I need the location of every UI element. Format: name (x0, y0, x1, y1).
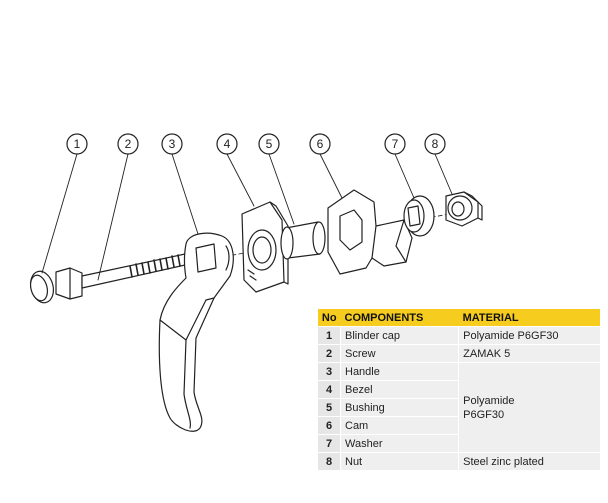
row-no: 8 (318, 452, 341, 471)
nut-part (445, 191, 483, 227)
table-row: 8 Nut Steel zinc plated (318, 452, 600, 471)
blinder-cap-part (29, 270, 55, 304)
table-row: 3 Handle Polyamide P6GF30 (318, 362, 600, 453)
row-component: Bezel (340, 380, 460, 399)
table-row: 5 Bushing (318, 398, 600, 417)
callout-3: 3 (161, 133, 183, 155)
screw-part (55, 253, 186, 300)
leader-lines (41, 153, 453, 281)
row-no: 5 (318, 398, 341, 417)
callout-7: 7 (384, 133, 406, 155)
components-table: No COMPONENTS MATERIAL 1 Blinder cap Pol… (318, 309, 600, 471)
table-row: 6 Cam (318, 416, 600, 435)
row-component: Nut (340, 452, 460, 471)
callout-7-label: 7 (392, 137, 399, 151)
callout-4: 4 (216, 133, 238, 155)
table-header-row: No COMPONENTS MATERIAL (318, 309, 600, 327)
row-material: Steel zinc plated (458, 452, 600, 471)
row-material: ZAMAK 5 (458, 344, 600, 363)
callout-8: 8 (424, 133, 446, 155)
callout-8-label: 8 (432, 137, 439, 151)
callout-6-label: 6 (317, 137, 324, 151)
row-component: Washer (340, 434, 460, 453)
table-row: 4 Bezel (318, 380, 600, 399)
header-material: MATERIAL (458, 309, 600, 327)
bezel-part (241, 201, 289, 293)
merged-material-text: Polyamide P6GF30 (463, 394, 515, 421)
callout-2-label: 2 (125, 137, 132, 151)
header-components: COMPONENTS (340, 309, 459, 327)
bushing-part (280, 221, 326, 260)
row-material: Polyamide P6GF30 (458, 326, 600, 345)
row-component: Screw (340, 344, 460, 363)
handle-part (158, 232, 234, 432)
callout-1-label: 1 (74, 137, 81, 151)
row-component: Cam (340, 416, 460, 435)
washer-part (403, 195, 435, 237)
row-no: 3 (318, 362, 341, 381)
callout-3-label: 3 (169, 137, 176, 151)
callout-5-label: 5 (266, 137, 273, 151)
table-row: 1 Blinder cap Polyamide P6GF30 (318, 326, 600, 345)
row-no: 1 (318, 326, 341, 345)
row-component: Handle (340, 362, 460, 381)
row-component: Bushing (340, 398, 460, 417)
row-no: 4 (318, 380, 341, 399)
row-no: 6 (318, 416, 341, 435)
callout-1: 1 (66, 133, 88, 155)
callout-5: 5 (258, 133, 280, 155)
row-component: Blinder cap (340, 326, 460, 345)
callout-4-label: 4 (224, 137, 231, 151)
row-no: 7 (318, 434, 341, 453)
callout-6: 6 (309, 133, 331, 155)
table-row: 7 Washer (318, 434, 600, 453)
row-material-merged: Polyamide P6GF30 (458, 362, 600, 453)
header-no: No (318, 309, 341, 327)
table-row: 2 Screw ZAMAK 5 (318, 344, 600, 363)
row-no: 2 (318, 344, 341, 363)
callout-2: 2 (117, 133, 139, 155)
cam-part (327, 189, 413, 275)
